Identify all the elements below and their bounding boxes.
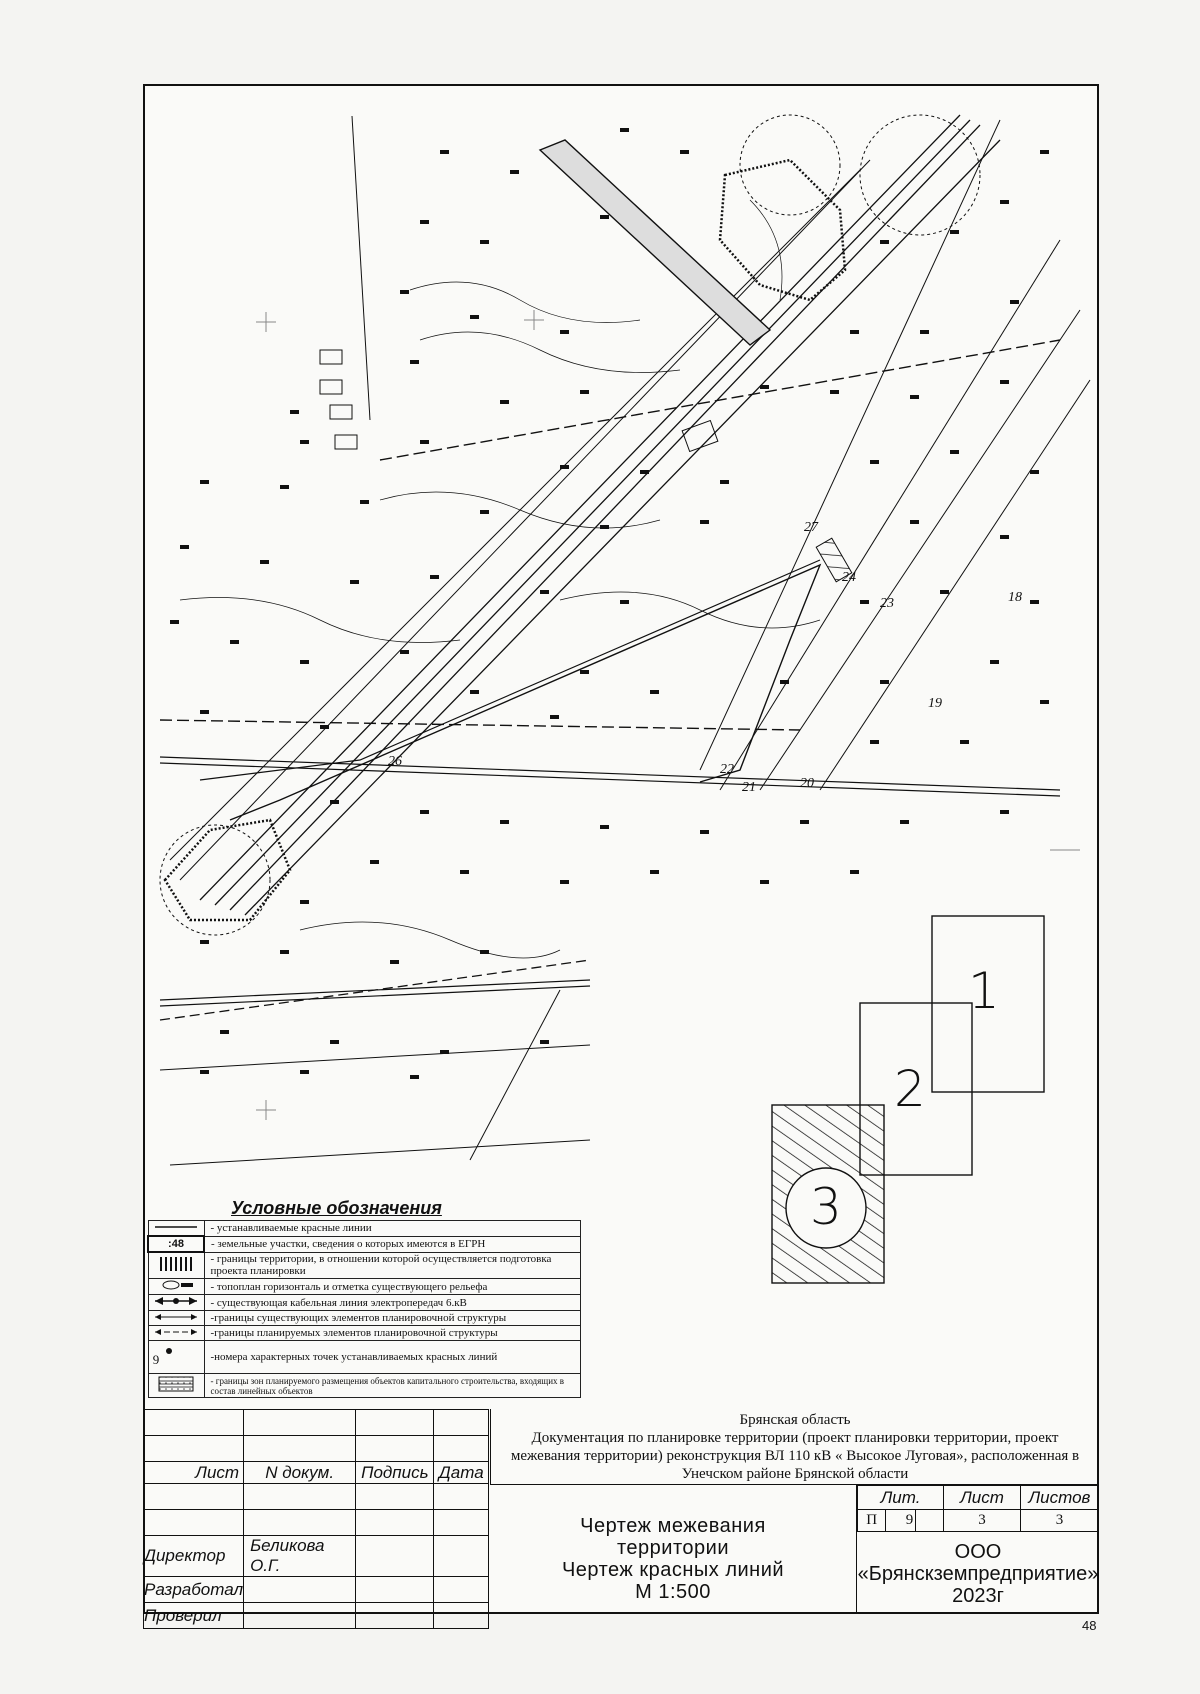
legend-row: :48 - земельные участки, сведения о кото… — [147, 1235, 581, 1253]
drawing-title-line: территории — [616, 1537, 729, 1559]
parcel-symbol: :48 — [147, 1235, 205, 1253]
drawing-scale: М 1:500 — [635, 1581, 711, 1603]
sheet-2-rect — [859, 1002, 973, 1176]
point-label: 21 — [742, 780, 756, 795]
org-name: «Брянскземпредприятие» — [857, 1563, 1099, 1585]
point-label: 27 — [804, 520, 818, 535]
legend-text: - границы территории, в отношении которо… — [203, 1251, 581, 1279]
legend-row: - топоплан горизонталь и отметка существ… — [147, 1278, 581, 1295]
sheet-value: 3 — [943, 1509, 1021, 1532]
point-label: 26 — [388, 754, 402, 769]
legend-row: - границы территории, в отношении которо… — [147, 1251, 581, 1279]
description-line: Брянская область — [739, 1412, 851, 1428]
lit-header: Лит. — [856, 1485, 945, 1510]
drawing-title-line: Чертеж красных линий — [561, 1559, 785, 1581]
description-line: Унечском районе Брянской области — [681, 1466, 909, 1482]
contour-symbol — [147, 1278, 205, 1295]
sheet-2-label: 2 — [894, 1060, 926, 1118]
sheets-value: 3 — [1019, 1509, 1100, 1532]
col-header-sheet: Лист — [142, 1461, 245, 1484]
sheets-header: Листов — [1019, 1485, 1100, 1510]
planned-boundary-symbol — [147, 1325, 205, 1341]
legend-text: -границы планируемых элементов планирово… — [203, 1325, 581, 1341]
col-header-doc-no: N докум. — [243, 1461, 357, 1484]
legend-row: -границы существующих элементов планиров… — [147, 1310, 581, 1326]
page-number: 48 — [1082, 1618, 1097, 1633]
title-block-signatures: Лист N докум. Подпись Дата Директор Бели… — [142, 1409, 489, 1629]
role-checker: Проверил — [142, 1602, 245, 1629]
lit-value: П — [856, 1509, 887, 1532]
sheet-1-label: 1 — [968, 962, 1000, 1020]
point-label: 18 — [1008, 590, 1022, 605]
point-label: 24 — [842, 570, 856, 585]
name-developer — [243, 1576, 357, 1603]
legend-text: - границы зон планируемого размещения об… — [203, 1373, 581, 1398]
map-area — [159, 114, 1091, 1166]
sheet-header: Лист — [943, 1485, 1021, 1510]
project-description: Брянская область Документация по планиро… — [490, 1409, 1099, 1485]
drawing-title-line: Чертеж межевания — [580, 1515, 766, 1537]
legend-text: -границы существующих элементов планиров… — [203, 1310, 581, 1326]
drawing-title: Чертеж межевания территории Чертеж красн… — [490, 1485, 857, 1613]
legend-row: 9 -номера характерных точек устанавливае… — [147, 1340, 581, 1374]
col-header-date: Дата — [433, 1461, 489, 1484]
sheet-3-circle — [785, 1167, 867, 1249]
point-label: 23 — [880, 596, 894, 611]
org-year: 2023г — [952, 1585, 1004, 1607]
name-director: Беликова О.Г. — [243, 1535, 357, 1577]
organization-block: ООО «Брянскземпредприятие» 2023г — [857, 1531, 1099, 1613]
sheet-1-rect — [931, 915, 1045, 1093]
name-checker — [243, 1602, 357, 1629]
description-line: межевания территории) реконструкция ВЛ 1… — [510, 1448, 1080, 1464]
point-label: 19 — [928, 696, 942, 711]
legend-table: - устанавливаемые красные линии :48 - зе… — [147, 1220, 581, 1398]
legend-text: - устанавливаемые красные линии — [203, 1220, 581, 1237]
description-line: Документация по планировке территории (п… — [531, 1430, 1059, 1446]
legend-row: - существующая кабельная линия электропе… — [147, 1294, 581, 1311]
lit-value-2: 9 — [885, 1509, 917, 1532]
org-line: ООО — [954, 1541, 1002, 1563]
cable-line-symbol — [147, 1294, 205, 1311]
role-director: Директор — [142, 1535, 245, 1577]
sheet-info-grid: Лит. Лист Листов П 9 3 3 — [856, 1485, 1100, 1532]
legend-text: - существующая кабельная линия электропе… — [203, 1294, 581, 1311]
grid-crosses — [256, 310, 1080, 1120]
legend-row: - устанавливаемые красные линии — [147, 1220, 581, 1237]
existing-boundary-symbol — [147, 1310, 205, 1326]
legend-text: - земельные участки, сведения о которых … — [203, 1235, 581, 1253]
red-line-symbol — [147, 1220, 205, 1237]
legend-row: -границы планируемых элементов планирово… — [147, 1325, 581, 1341]
legend-title: Условные обозначения — [231, 1198, 442, 1218]
point-label: 22 — [720, 762, 734, 777]
col-header-signature: Подпись — [355, 1461, 435, 1484]
legend-text: - топоплан горизонталь и отметка существ… — [203, 1278, 581, 1295]
legend-row: - границы зон планируемого размещения об… — [147, 1373, 581, 1398]
territory-boundary-symbol — [147, 1251, 205, 1279]
sheet-layout-inset — [771, 915, 1045, 1284]
role-developer: Разработал — [142, 1576, 245, 1603]
legend-text: -номера характерных точек устанавливаемы… — [203, 1340, 581, 1374]
elevation-markers — [170, 128, 1049, 1079]
sheet-3-label: 3 — [810, 1178, 842, 1236]
construction-zone-symbol — [147, 1373, 205, 1398]
point-label: 20 — [800, 776, 814, 791]
point-number-symbol: 9 — [147, 1340, 205, 1374]
